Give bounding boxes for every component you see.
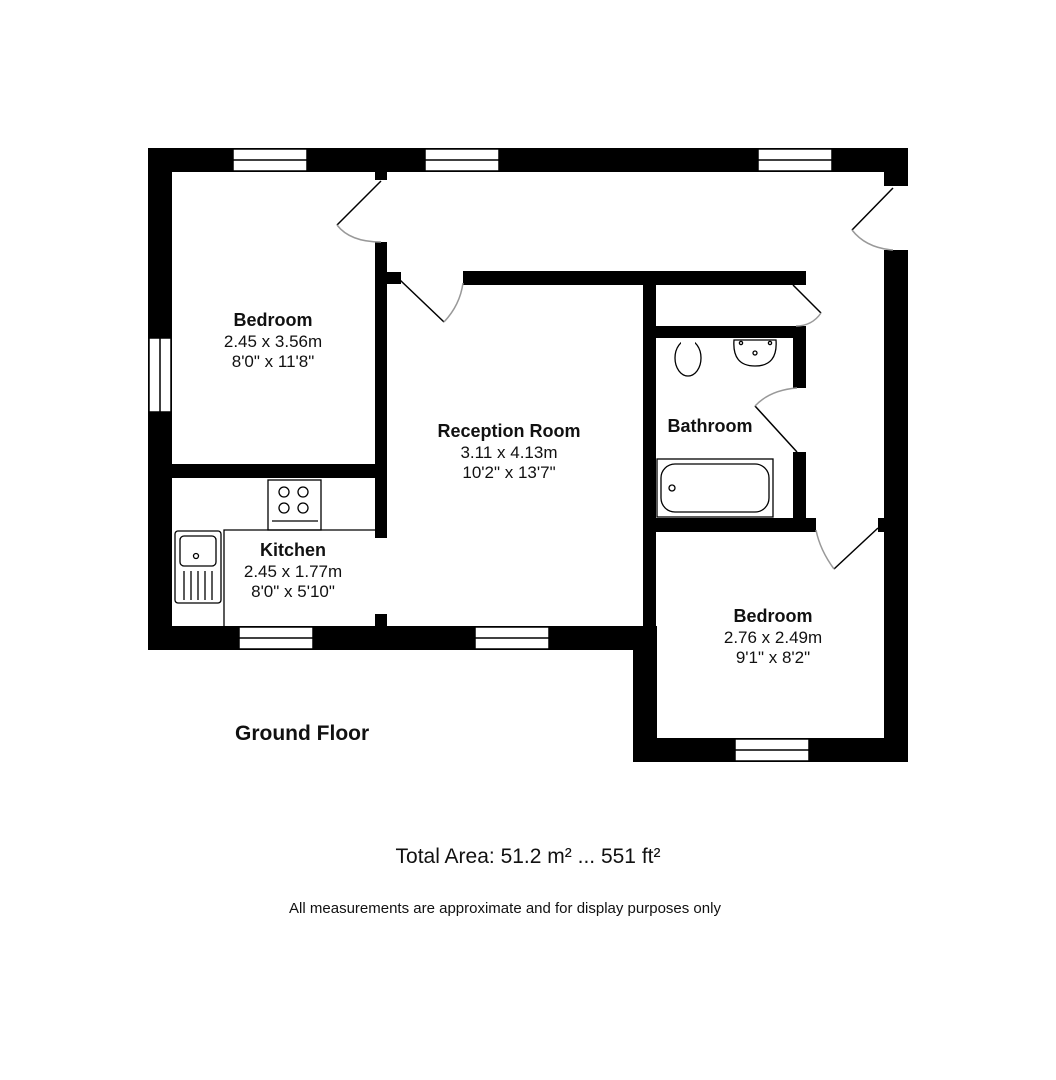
room-name: Reception Room bbox=[437, 421, 581, 441]
windows bbox=[148, 148, 833, 762]
room-name: Bathroom bbox=[667, 416, 753, 436]
room-name: Bedroom bbox=[733, 606, 813, 626]
room-label-kitchen: Kitchen 2.45 x 1.77m 8'0" x 5'10" bbox=[244, 540, 342, 602]
room-dimensions-imperial: 10'2" x 13'7" bbox=[462, 462, 556, 482]
room-dimensions-imperial: 9'1" x 8'2" bbox=[735, 647, 811, 667]
total-area: Total Area: 51.2 m² ... 551 ft² bbox=[395, 845, 661, 868]
room-dimensions-imperial: 8'0" x 11'8" bbox=[231, 351, 315, 371]
room-label-bathroom: Bathroom bbox=[668, 416, 753, 438]
room-dimensions-metric: 2.76 x 2.49m bbox=[723, 627, 823, 647]
floor-title: Ground Floor bbox=[235, 722, 370, 745]
room-label-reception: Reception Room 3.11 x 4.13m 10'2" x 13'7… bbox=[437, 421, 580, 483]
room-dimensions-metric: 2.45 x 3.56m bbox=[223, 331, 323, 351]
room-dimensions-metric: 2.45 x 1.77m bbox=[243, 561, 343, 581]
worktop bbox=[223, 529, 375, 626]
room-dimensions-imperial: 8'0" x 5'10" bbox=[251, 581, 335, 601]
room-label-bedroom-1: Bedroom 2.45 x 3.56m 8'0" x 11'8" bbox=[224, 310, 322, 372]
hob-icon bbox=[267, 479, 322, 531]
room-dimensions-metric: 3.11 x 4.13m bbox=[460, 442, 558, 462]
fixtures bbox=[174, 338, 777, 626]
room-label-bedroom-2: Bedroom 2.76 x 2.49m 9'1" x 8'2" bbox=[724, 606, 822, 668]
walls bbox=[148, 148, 908, 762]
disclaimer: All measurements are approximate and for… bbox=[289, 900, 721, 917]
room-name: Kitchen bbox=[259, 540, 326, 560]
toilet-icon bbox=[674, 339, 702, 377]
room-name: Bedroom bbox=[233, 310, 313, 330]
doors bbox=[336, 180, 894, 570]
